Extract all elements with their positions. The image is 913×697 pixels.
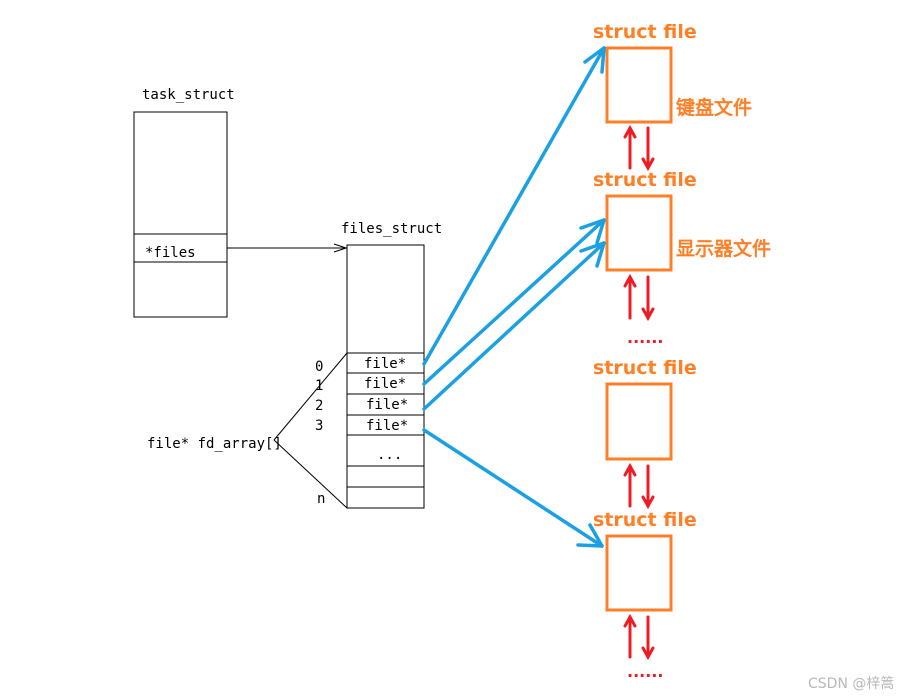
link-arrow-3	[623, 462, 655, 510]
files-struct-title: files_struct	[341, 221, 442, 237]
fd-slot-0: file*	[364, 356, 406, 372]
struct-file-title: struct file	[593, 357, 697, 379]
files-pointer-field: *files	[145, 245, 196, 261]
fd-array-label: file* fd_array[]	[147, 436, 282, 452]
fd-slot-3: file*	[366, 418, 408, 434]
struct-file-display: struct file 显示器文件	[593, 169, 771, 272]
fd-slot-2: file*	[366, 397, 408, 413]
fd-array-brace-top	[273, 352, 348, 441]
fd-index-2: 2	[315, 398, 323, 414]
link-arrow-4	[623, 613, 655, 661]
struct-file-title: struct file	[593, 509, 697, 531]
struct-file-desc: 键盘文件	[675, 96, 752, 119]
watermark: CSDN @梓篙	[808, 676, 894, 692]
continuation-dots: ......	[627, 328, 663, 347]
fd-slot-ellipsis: ...	[377, 447, 402, 463]
fd-index-n: n	[317, 491, 325, 507]
fd-arrow-3	[422, 428, 604, 548]
struct-file-box	[605, 46, 673, 124]
fd-arrow-2	[422, 241, 606, 411]
struct-file-generic-2: struct file	[593, 509, 697, 612]
fd-index-3: 3	[315, 418, 323, 434]
struct-file-generic: struct file	[593, 357, 697, 461]
fd-index-0: 0	[315, 359, 323, 375]
file-link-arrows	[623, 124, 655, 661]
struct-file-box	[605, 382, 673, 461]
struct-file-desc: 显示器文件	[676, 237, 771, 260]
struct-file-title: struct file	[593, 169, 697, 191]
fd-arrow-1	[422, 218, 606, 386]
fd-slot-1: file*	[364, 376, 406, 392]
task-struct-title: task_struct	[142, 87, 235, 103]
continuation-dots: ......	[627, 662, 663, 681]
fd-array-brace-bottom	[273, 439, 348, 509]
files-struct-box	[346, 244, 425, 509]
fd-arrow-0	[422, 46, 606, 366]
link-arrow-2	[623, 273, 655, 322]
link-arrow-1	[623, 124, 655, 172]
struct-file-box	[605, 534, 673, 612]
fd-pointer-arrows	[422, 46, 606, 548]
task-struct-box	[133, 111, 228, 318]
struct-file-box	[605, 194, 673, 272]
struct-file-title: struct file	[593, 21, 697, 43]
struct-file-keyboard: struct file 键盘文件	[593, 21, 752, 124]
